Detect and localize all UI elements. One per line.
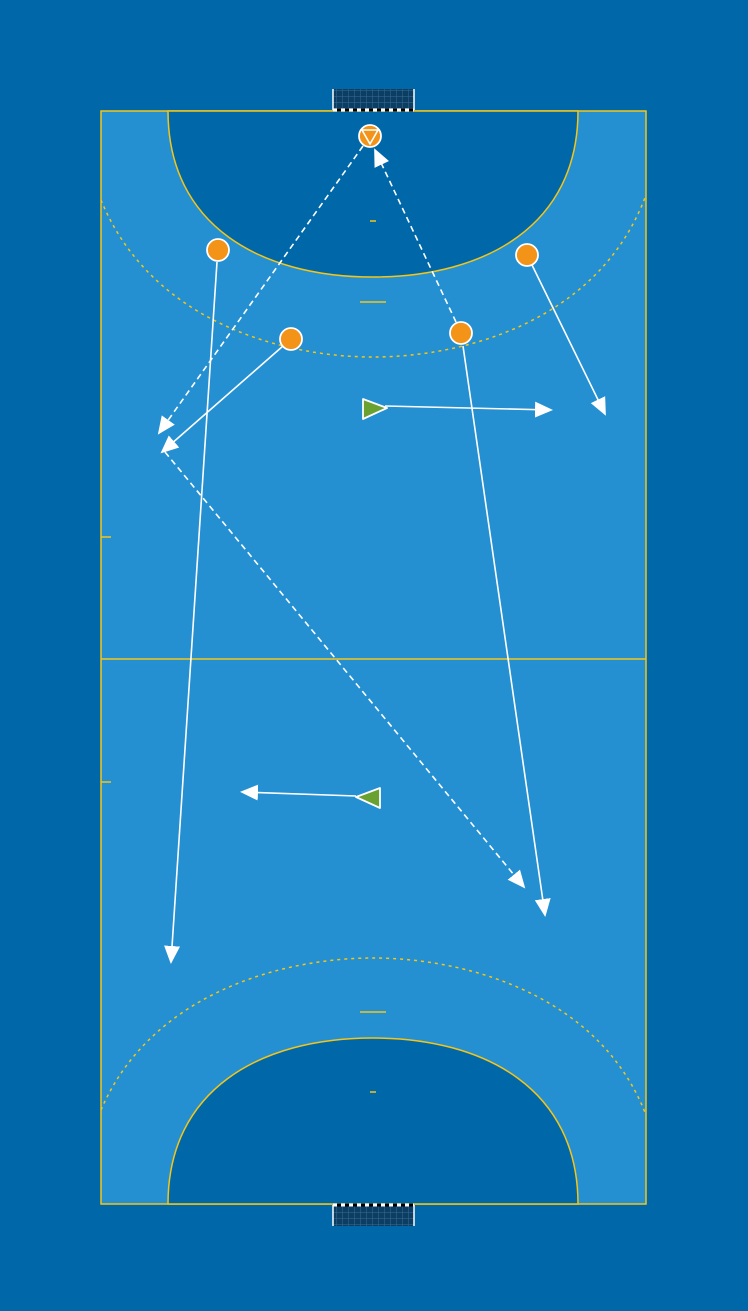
movement-arrow <box>384 401 553 418</box>
goal-top <box>332 89 415 112</box>
attacker-player[interactable] <box>515 243 539 267</box>
court <box>100 110 647 1205</box>
attacker-player[interactable] <box>449 321 473 345</box>
goal-area-top <box>167 110 579 278</box>
goal-bottom <box>332 1203 415 1226</box>
attacker-player[interactable] <box>206 238 230 262</box>
movement-arrow <box>462 345 551 917</box>
movement-arrow <box>164 261 218 964</box>
pass-arrow <box>374 148 457 323</box>
movement-arrow <box>531 264 606 416</box>
attacker-player[interactable] <box>279 327 303 351</box>
pass-arrow <box>164 451 526 889</box>
movement-arrow <box>240 784 357 801</box>
movement-arrow <box>160 345 284 454</box>
goal-area-bottom <box>167 1037 579 1205</box>
free-throw-line-bottom <box>100 957 647 1116</box>
defender-cone[interactable] <box>355 787 381 809</box>
goalkeeper-player[interactable] <box>358 124 382 148</box>
defender-cone[interactable] <box>362 398 388 420</box>
pass-arrow <box>157 145 364 435</box>
